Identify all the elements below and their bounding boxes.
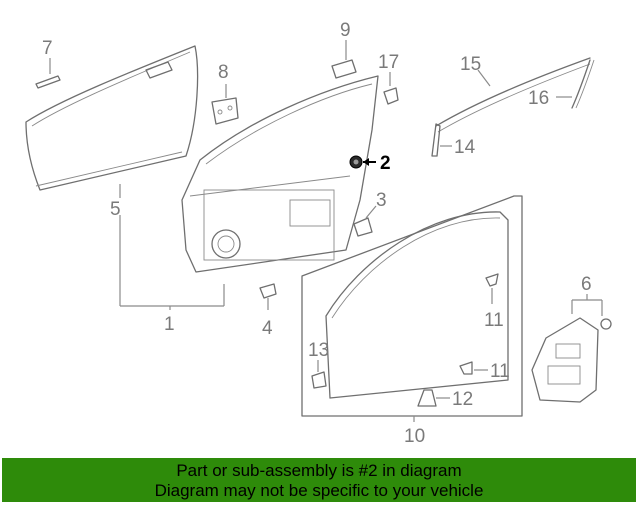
part-6-lock-assembly	[531, 294, 612, 403]
part-17-clip	[383, 72, 399, 105]
callout-11-upper: 11	[484, 310, 504, 331]
callout-12: 12	[452, 389, 473, 410]
part-10-weatherstrip	[301, 195, 523, 422]
part-15-molding	[435, 57, 591, 133]
callout-9: 9	[340, 20, 351, 41]
part-1-door-shell	[119, 75, 379, 310]
part-13-clip	[311, 360, 327, 389]
callout-7: 7	[42, 38, 53, 59]
part-7-emblem	[35, 58, 61, 89]
part-4-clip	[259, 283, 277, 310]
callout-2: 2	[380, 153, 391, 174]
callout-15: 15	[460, 54, 481, 75]
part-16-molding	[556, 59, 595, 109]
callout-13: 13	[308, 340, 329, 361]
callout-6: 6	[581, 274, 592, 295]
part-3-pad	[353, 205, 377, 237]
callout-10: 10	[404, 426, 425, 447]
banner-line-2: Diagram may not be specific to your vehi…	[154, 481, 484, 500]
part-5-outer-panel	[25, 45, 199, 198]
part-2-highlighted	[349, 155, 376, 169]
callout-8: 8	[218, 62, 229, 83]
callout-16: 16	[528, 88, 549, 109]
parts-diagram: 7 5 8 9 17 1	[25, 20, 612, 447]
part-14-molding	[431, 123, 452, 157]
callout-14: 14	[454, 137, 476, 158]
callout-3: 3	[376, 190, 387, 211]
part-11-clip-upper	[485, 273, 499, 304]
callout-1: 1	[164, 314, 175, 335]
banner-line-1: Part or sub-assembly is #2 in diagram	[176, 461, 462, 480]
callout-5: 5	[110, 199, 121, 220]
part-8-bracket	[211, 84, 239, 125]
part-11-clip-lower	[459, 361, 488, 375]
callout-17: 17	[378, 52, 399, 73]
callout-11-lower: 11	[490, 361, 510, 382]
part-9-hinge	[331, 40, 357, 79]
info-banner: Part or sub-assembly is #2 in diagram Di…	[2, 458, 636, 502]
callout-4: 4	[262, 318, 273, 339]
part-12-clip	[417, 389, 450, 407]
